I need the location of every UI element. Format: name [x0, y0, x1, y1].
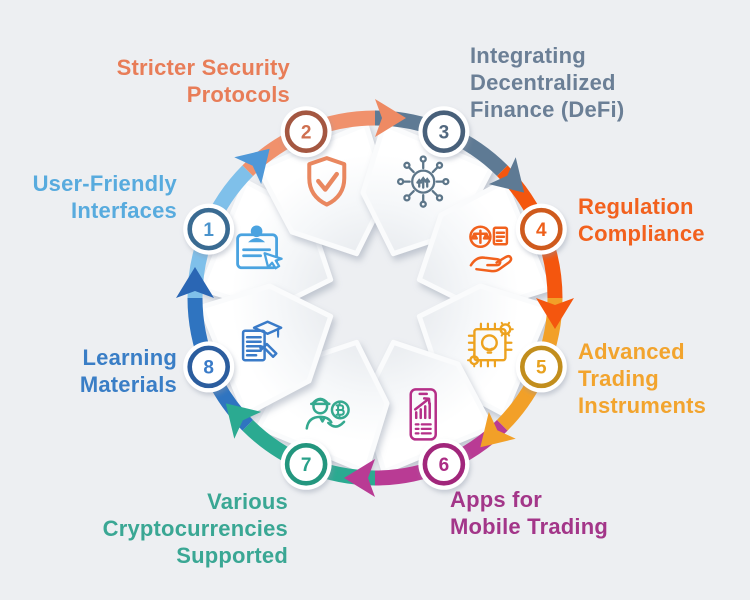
- user-interface-icon: [236, 225, 283, 270]
- arrow-segment-8: [176, 267, 214, 298]
- arrow-segment-4: [536, 298, 574, 329]
- shield-check-icon: [307, 156, 347, 207]
- badge-segment-6: 6: [418, 438, 470, 490]
- label-user-friendly-interfaces: User-Friendly Interfaces: [32, 171, 177, 223]
- label-advanced-trading-instruments: Advanced Trading Instruments: [578, 339, 707, 418]
- badge-number-5: 5: [536, 358, 547, 379]
- defi-network-icon: [396, 155, 450, 208]
- badge-segment-7: 7: [280, 438, 332, 490]
- badge-number-6: 6: [439, 455, 450, 476]
- arrow-segment-3: [488, 157, 525, 193]
- badge-segment-5: 5: [515, 341, 567, 393]
- arrow-segment-1: [234, 148, 270, 185]
- badge-number-2: 2: [301, 123, 312, 144]
- arrow-segment-7: [225, 403, 262, 439]
- learning-materials-icon: [241, 320, 283, 362]
- badge-number-3: 3: [439, 123, 450, 144]
- label-regulation-compliance: Regulation Compliance: [578, 194, 705, 246]
- label-stricter-security-protocols: Stricter Security Protocols: [116, 55, 290, 107]
- badge-number-7: 7: [301, 455, 312, 476]
- badge-segment-3: 3: [418, 106, 470, 158]
- crypto-person-icon: [305, 397, 350, 430]
- label-learning-materials: Learning Materials: [79, 345, 177, 397]
- label-integrating-decentralized-finance: Integrating Decentralized Finance (DeFi): [470, 43, 625, 122]
- arrow-segment-6: [344, 459, 375, 497]
- arrow-segment-5: [480, 411, 516, 448]
- badge-segment-4: 4: [515, 203, 567, 255]
- badge-number-4: 4: [536, 220, 547, 241]
- label-apps-for-mobile-trading: Apps for Mobile Trading: [450, 487, 609, 539]
- badge-number-8: 8: [203, 358, 214, 379]
- petal-segment-6: [360, 339, 494, 475]
- badge-number-1: 1: [203, 220, 214, 241]
- badge-segment-8: 8: [183, 341, 235, 393]
- mobile-trading-icon: [409, 388, 437, 441]
- compliance-icon: [469, 225, 513, 273]
- label-various-cryptocurrencies-supported: Various Cryptocurrencies Supported: [102, 489, 288, 568]
- chip-idea-icon: [467, 321, 514, 368]
- badge-segment-2: 2: [280, 106, 332, 158]
- badge-segment-1: 1: [183, 203, 235, 255]
- arrow-segment-2: [375, 99, 406, 137]
